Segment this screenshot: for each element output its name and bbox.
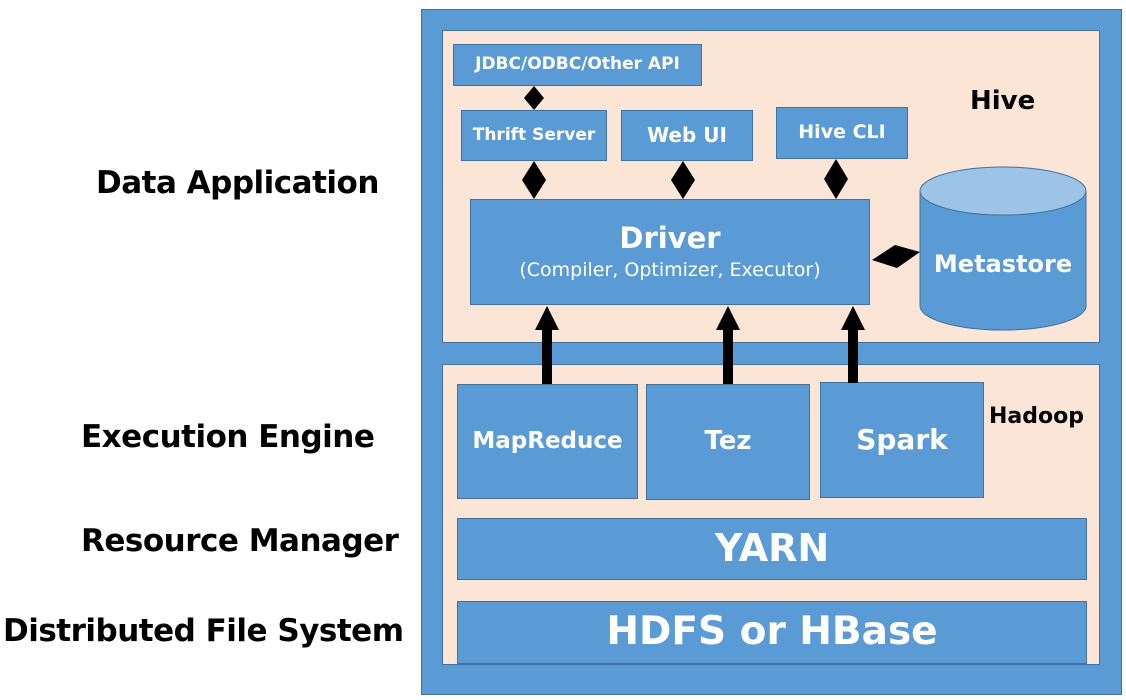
hadoop-title: Hadoop [989, 404, 1084, 429]
thrift-server-label: Thrift Server [472, 124, 596, 145]
api-box[interactable]: JDBC/ODBC/Other API [453, 44, 702, 86]
metastore-label: Metastore [933, 250, 1073, 278]
api-thrift-connector [524, 86, 544, 110]
hive-cli-box[interactable]: Hive CLI [776, 107, 908, 159]
webui-driver-connector [671, 161, 695, 199]
layer-label-data-application: Data Application [96, 165, 379, 201]
arrow-spark-to-driver [841, 306, 865, 383]
layer-label-distributed-file-system: Distributed File System [3, 613, 404, 649]
engine-spark-box[interactable]: Spark [820, 382, 984, 498]
arrow-tez-to-driver [716, 306, 740, 384]
storage-label: HDFS or HBase [606, 609, 938, 655]
driver-box[interactable]: Driver (Compiler, Optimizer, Executor) [470, 199, 870, 305]
driver-subtitle: (Compiler, Optimizer, Executor) [519, 258, 821, 281]
engine-tez-box[interactable]: Tez [646, 384, 810, 500]
engine-mapreduce-box[interactable]: MapReduce [457, 384, 638, 499]
api-label: JDBC/ODBC/Other API [475, 54, 680, 75]
yarn-label: YARN [714, 526, 830, 571]
engine-mapreduce-label: MapReduce [472, 428, 623, 455]
yarn-box[interactable]: YARN [457, 518, 1087, 580]
storage-box[interactable]: HDFS or HBase [457, 601, 1087, 664]
engine-spark-label: Spark [856, 422, 948, 456]
thrift-server-box[interactable]: Thrift Server [461, 110, 607, 161]
thrift-driver-connector [522, 161, 546, 199]
layer-label-resource-manager: Resource Manager [81, 523, 399, 559]
metastore-top [919, 166, 1087, 216]
driver-metastore-connector [872, 245, 920, 268]
cli-driver-connector [824, 159, 848, 199]
layer-label-execution-engine: Execution Engine [81, 419, 375, 455]
hive-title: Hive [970, 86, 1036, 116]
metastore-body [919, 190, 1087, 331]
web-ui-label: Web UI [647, 123, 727, 147]
web-ui-box[interactable]: Web UI [621, 110, 753, 161]
driver-title: Driver [619, 221, 721, 256]
hive-cli-label: Hive CLI [798, 121, 886, 144]
engine-tez-label: Tez [704, 426, 752, 457]
arrow-mapreduce-to-driver [535, 306, 559, 384]
